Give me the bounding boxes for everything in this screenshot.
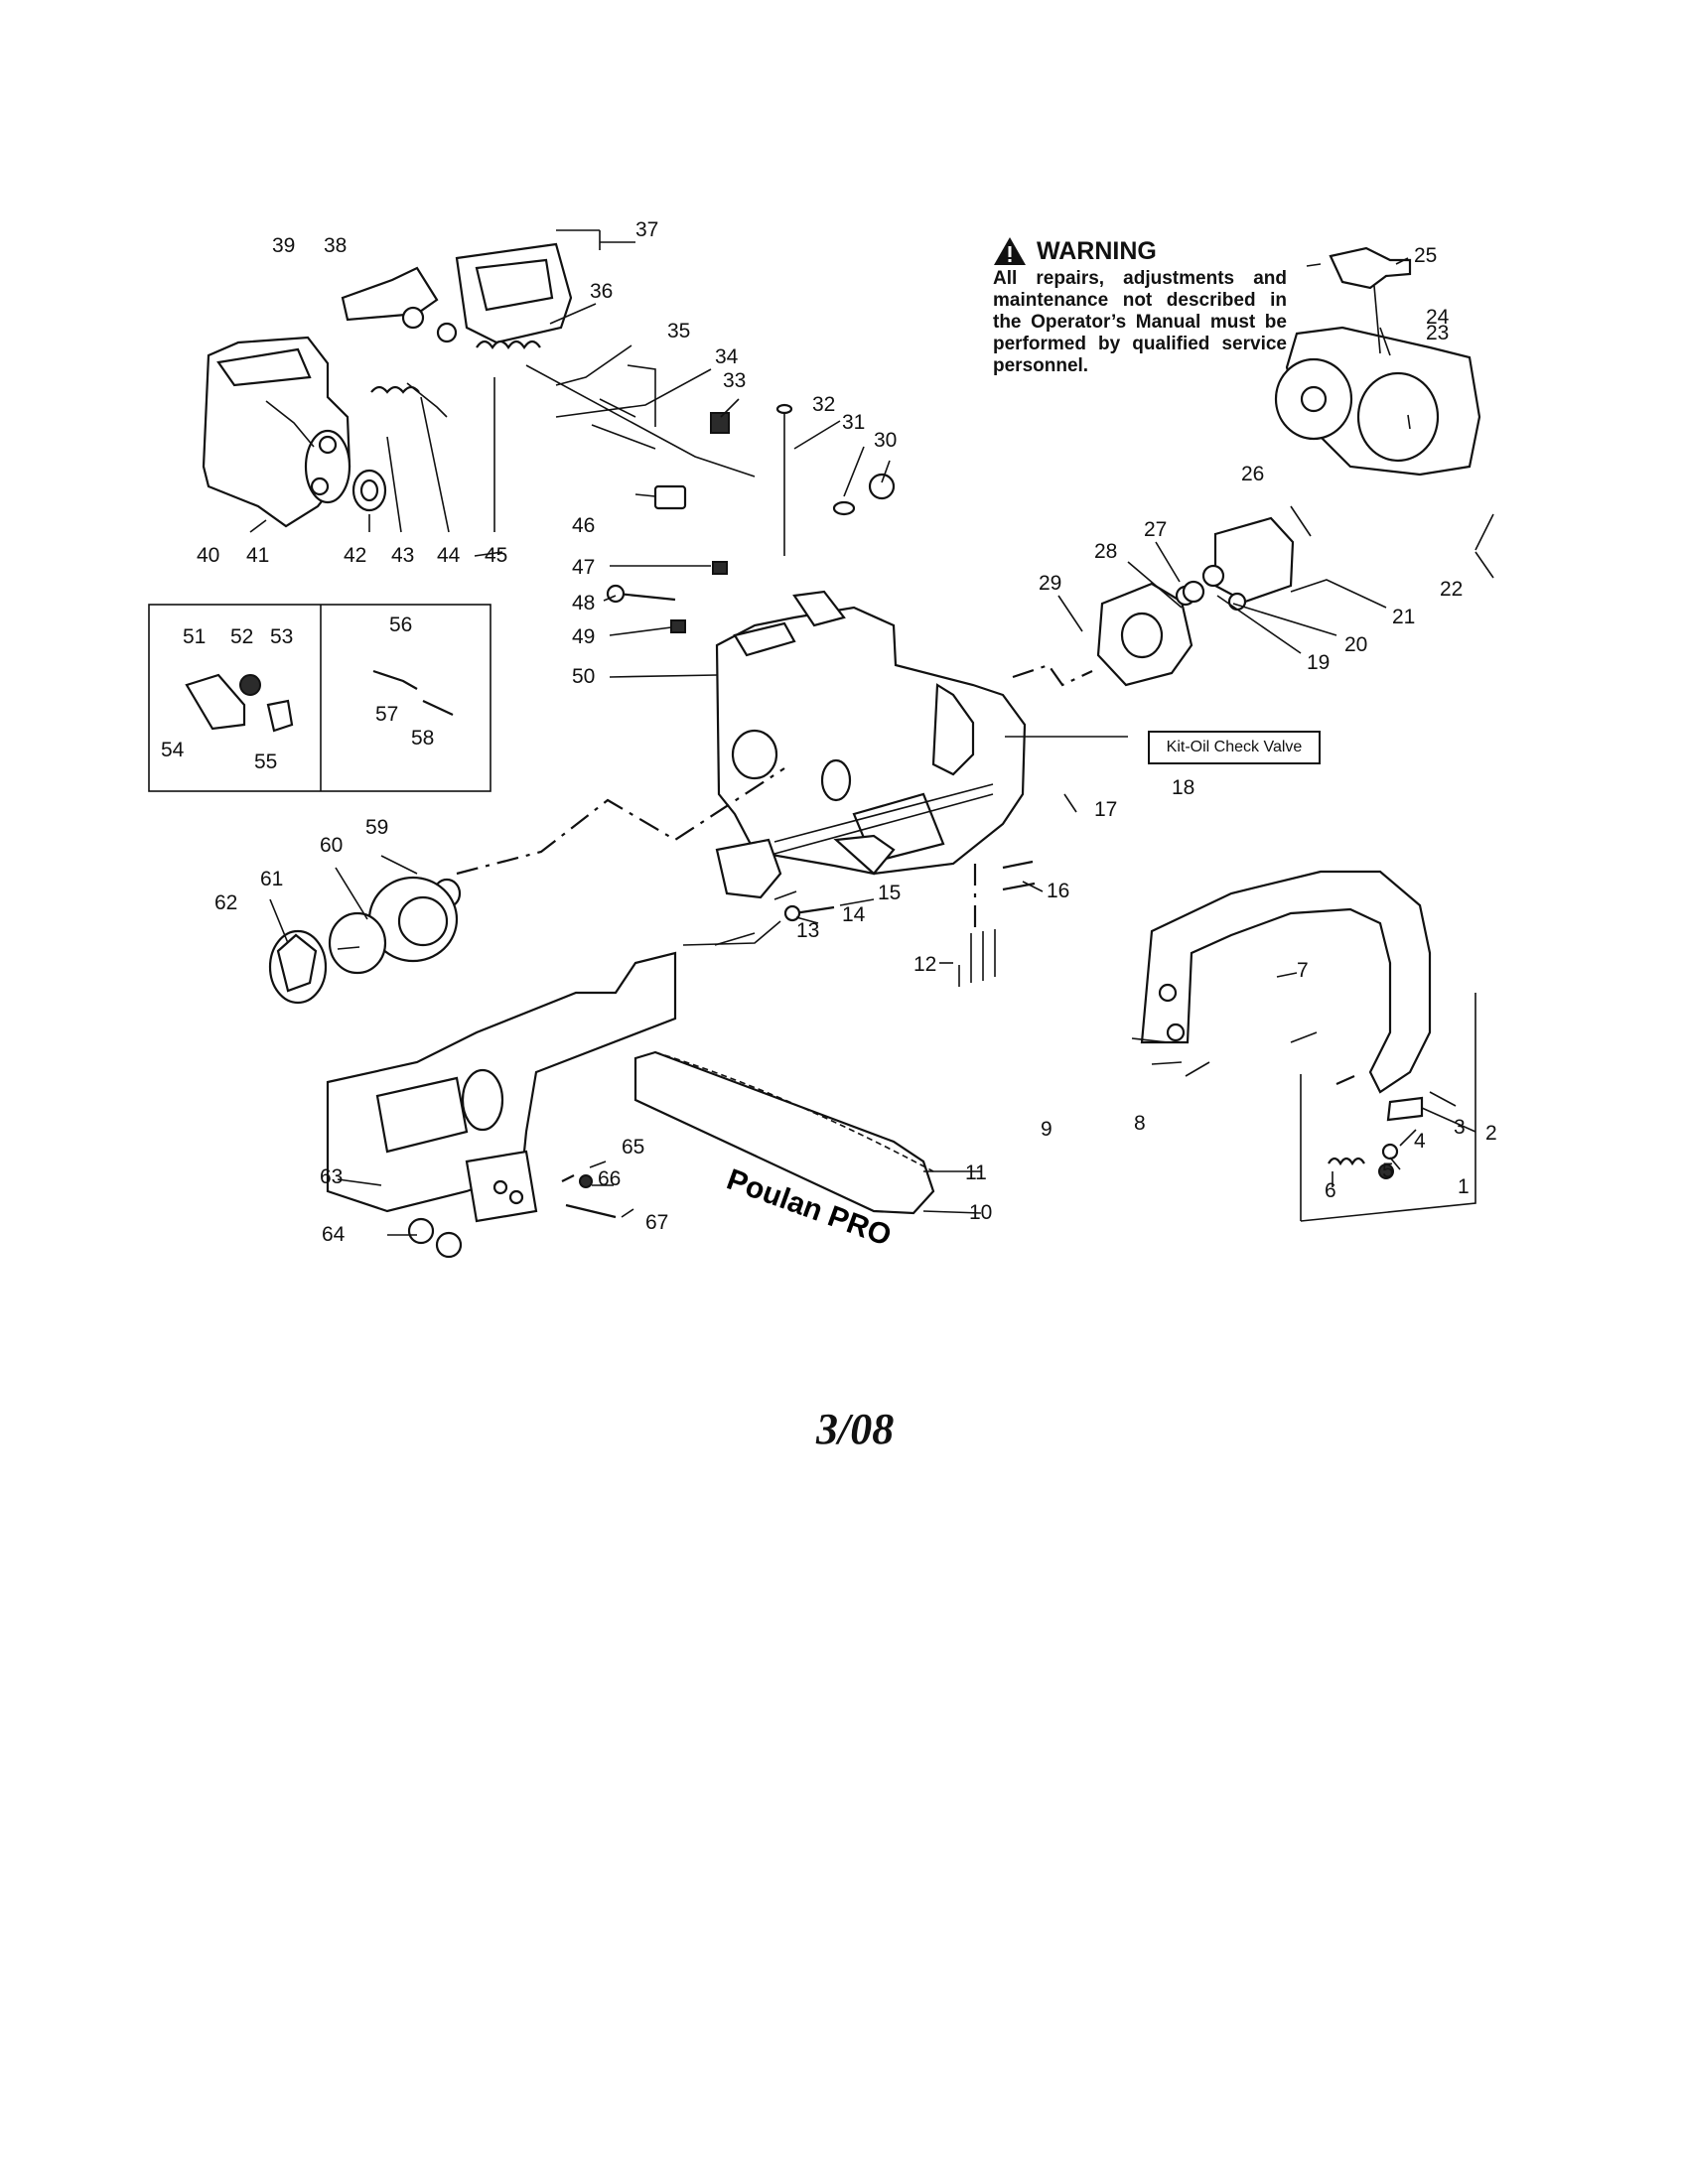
label-12: 12 (913, 953, 936, 976)
label-33: 33 (723, 369, 746, 392)
label-37: 37 (635, 218, 658, 241)
label-34: 34 (715, 345, 739, 368)
label-36: 36 (590, 280, 613, 303)
label-50: 50 (572, 665, 595, 688)
label-11: 11 (965, 1161, 987, 1184)
label-55: 55 (254, 751, 277, 773)
label-14: 14 (842, 903, 866, 926)
label-3: 3 (1454, 1116, 1466, 1139)
rear-handle (202, 336, 351, 528)
label-66: 66 (598, 1167, 621, 1190)
warning-triangle-icon (994, 237, 1026, 265)
label-39: 39 (272, 234, 295, 257)
label-10: 10 (969, 1201, 992, 1224)
label-18: 18 (1172, 776, 1194, 799)
label-38: 38 (324, 234, 347, 257)
label-30: 30 (874, 429, 897, 452)
warning-notice: WARNING All repairs, adjustments and mai… (993, 236, 1287, 377)
label-24: 24 (1426, 306, 1450, 329)
front-handlebar (1140, 870, 1432, 1179)
label-60: 60 (320, 834, 343, 857)
label-2: 2 (1485, 1122, 1497, 1145)
label-45: 45 (485, 544, 507, 567)
label-43: 43 (391, 544, 414, 567)
part-number-labels: 1 2 3 4 5 6 7 8 9 10 11 12 13 14 15 16 1… (161, 218, 1497, 1246)
small-parts (606, 412, 896, 633)
clutch-assembly (268, 876, 462, 1005)
warning-heading: WARNING (993, 236, 1287, 266)
label-23: 23 (1426, 322, 1449, 344)
leader-lines (249, 229, 1494, 1236)
label-49: 49 (572, 625, 595, 648)
label-9: 9 (1041, 1118, 1052, 1141)
label-47: 47 (572, 556, 595, 579)
label-6: 6 (1325, 1179, 1336, 1202)
label-20: 20 (1344, 633, 1367, 656)
label-28: 28 (1094, 540, 1117, 563)
label-29: 29 (1039, 572, 1061, 595)
label-48: 48 (572, 592, 595, 614)
label-58: 58 (411, 727, 434, 750)
label-5: 5 (1382, 1160, 1394, 1182)
chain-guide-plates (715, 834, 1036, 987)
label-19: 19 (1307, 651, 1330, 674)
label-40: 40 (197, 544, 219, 567)
label-41: 41 (246, 544, 269, 567)
label-56: 56 (389, 614, 412, 636)
oil-pump-inset (148, 604, 491, 792)
kit-oil-check-valve-label: Kit-Oil Check Valve (1148, 731, 1321, 764)
label-26: 26 (1241, 463, 1264, 485)
label-17: 17 (1094, 798, 1117, 821)
label-64: 64 (322, 1223, 346, 1246)
label-61: 61 (260, 868, 283, 890)
label-62: 62 (214, 891, 237, 914)
label-51: 51 (183, 625, 206, 648)
label-31: 31 (842, 411, 865, 434)
cable-and-rod (525, 364, 793, 556)
anti-vibration-springs (351, 340, 541, 512)
label-15: 15 (878, 882, 901, 904)
label-52: 52 (230, 625, 253, 648)
label-21: 21 (1392, 606, 1415, 628)
label-59: 59 (365, 816, 388, 839)
label-13: 13 (796, 919, 819, 942)
assembly-centerlines (456, 663, 1093, 933)
bar-nuts (407, 1174, 617, 1259)
label-1: 1 (1458, 1175, 1470, 1198)
label-57: 57 (375, 703, 398, 726)
flywheel-assembly (1096, 516, 1295, 687)
label-22: 22 (1440, 578, 1463, 601)
label-7: 7 (1297, 959, 1309, 982)
engine-housing (715, 590, 1027, 876)
warning-text: All repairs, adjustments and maintenance… (993, 268, 1287, 376)
label-32: 32 (812, 393, 835, 416)
label-44: 44 (437, 544, 461, 567)
label-65: 65 (622, 1136, 644, 1159)
date-code: 3/08 (816, 1405, 895, 1453)
label-46: 46 (572, 514, 595, 537)
label-53: 53 (270, 625, 293, 648)
label-8: 8 (1134, 1112, 1146, 1135)
label-4: 4 (1414, 1130, 1426, 1153)
label-42: 42 (344, 544, 366, 567)
label-63: 63 (320, 1165, 343, 1188)
label-54: 54 (161, 739, 185, 761)
label-35: 35 (667, 320, 690, 342)
warning-title: WARNING (1037, 236, 1157, 265)
label-27: 27 (1144, 518, 1167, 541)
guide-bar: Poulan PRO (633, 1050, 935, 1253)
label-16: 16 (1047, 880, 1069, 902)
starter-assembly (1274, 246, 1481, 477)
front-handle-assembly (341, 242, 573, 344)
label-25: 25 (1414, 244, 1437, 267)
sprocket-cover (326, 951, 677, 1223)
label-67: 67 (645, 1211, 668, 1234)
